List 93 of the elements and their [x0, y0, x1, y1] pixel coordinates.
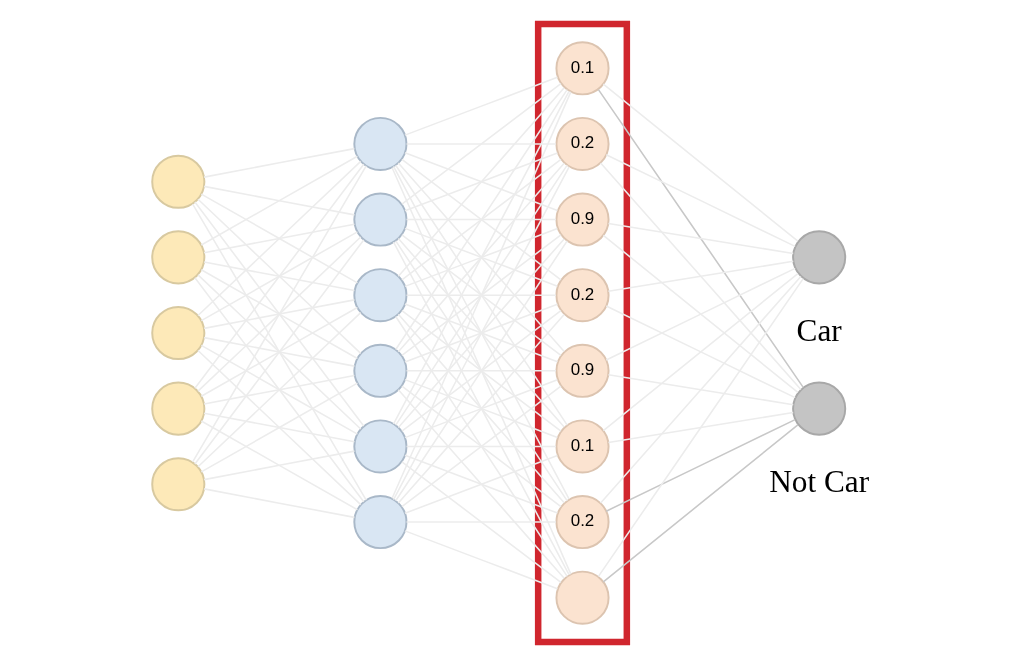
connector	[203, 261, 356, 292]
connector	[397, 313, 565, 504]
node-circle	[151, 457, 206, 512]
connector	[203, 185, 356, 216]
connector	[197, 160, 362, 317]
connector	[200, 306, 359, 398]
node-circle	[151, 305, 206, 361]
connector	[194, 276, 365, 503]
node-label: Not Car	[769, 464, 870, 500]
connector	[602, 234, 799, 394]
connector	[404, 454, 559, 514]
connector	[200, 193, 359, 284]
connector	[200, 420, 359, 511]
connector	[602, 272, 799, 432]
connector	[602, 424, 799, 583]
connector	[197, 236, 362, 392]
connector	[203, 412, 356, 443]
connector	[397, 389, 565, 580]
connector	[394, 315, 568, 578]
connector	[194, 239, 365, 465]
connector	[602, 83, 799, 242]
node-circle: 0.9	[555, 192, 610, 247]
node-circle	[792, 381, 847, 436]
connector	[599, 162, 802, 391]
node-circle	[353, 268, 408, 323]
connector	[404, 303, 559, 363]
connector	[404, 76, 559, 136]
node-circle: 0.9	[555, 343, 610, 398]
connector	[404, 530, 559, 590]
connector	[203, 299, 356, 330]
node-circle: 0.1	[555, 41, 610, 96]
connector	[203, 336, 356, 367]
node-circle	[555, 570, 610, 625]
connector	[401, 461, 562, 584]
connector	[394, 88, 568, 351]
connector	[203, 450, 356, 481]
connector	[197, 274, 362, 430]
connector	[392, 241, 570, 576]
connector	[203, 488, 356, 519]
connector	[194, 163, 365, 390]
connector	[197, 349, 362, 506]
connector	[597, 277, 804, 578]
node-circle	[353, 495, 408, 550]
connector	[401, 234, 562, 357]
connector	[607, 411, 794, 444]
connector	[203, 374, 356, 405]
node-circle: 0.1	[555, 419, 610, 474]
connector	[200, 231, 359, 322]
connector	[607, 374, 794, 406]
connector	[194, 201, 365, 427]
connector	[197, 311, 362, 468]
connector	[191, 203, 367, 501]
node-circle: 0.2	[555, 495, 610, 550]
connector	[394, 164, 568, 426]
node-circle	[353, 116, 408, 171]
connector	[200, 268, 359, 360]
node-circle	[353, 192, 408, 247]
node-circle	[353, 343, 408, 398]
connector	[394, 240, 568, 502]
connector	[597, 88, 804, 389]
connector	[599, 275, 802, 504]
connector	[605, 267, 796, 361]
connector	[404, 152, 559, 212]
connector	[401, 158, 562, 281]
node-circle: 0.2	[555, 268, 610, 323]
connector	[203, 147, 356, 178]
connector	[401, 385, 562, 508]
node-circle	[151, 154, 206, 209]
connector	[203, 223, 356, 254]
connector	[191, 165, 367, 463]
node-circle: 0.2	[555, 116, 610, 171]
cluster	[534, 20, 631, 646]
connector	[200, 382, 359, 473]
connector	[392, 90, 570, 425]
connector	[605, 154, 796, 248]
node-circle	[151, 381, 206, 436]
connector	[391, 91, 572, 500]
node-label: Car	[796, 313, 842, 349]
connector	[200, 344, 359, 435]
node-circle	[151, 230, 206, 285]
connector	[401, 309, 562, 432]
connector	[607, 222, 794, 255]
connector	[607, 260, 794, 292]
connector	[197, 198, 362, 355]
connector	[605, 305, 796, 399]
connector	[397, 162, 565, 353]
connector	[605, 418, 796, 512]
node-circle	[353, 419, 408, 474]
connector	[397, 86, 565, 277]
node-circle	[792, 230, 847, 285]
connector	[401, 82, 562, 205]
connector	[391, 166, 572, 575]
connector	[200, 155, 359, 246]
